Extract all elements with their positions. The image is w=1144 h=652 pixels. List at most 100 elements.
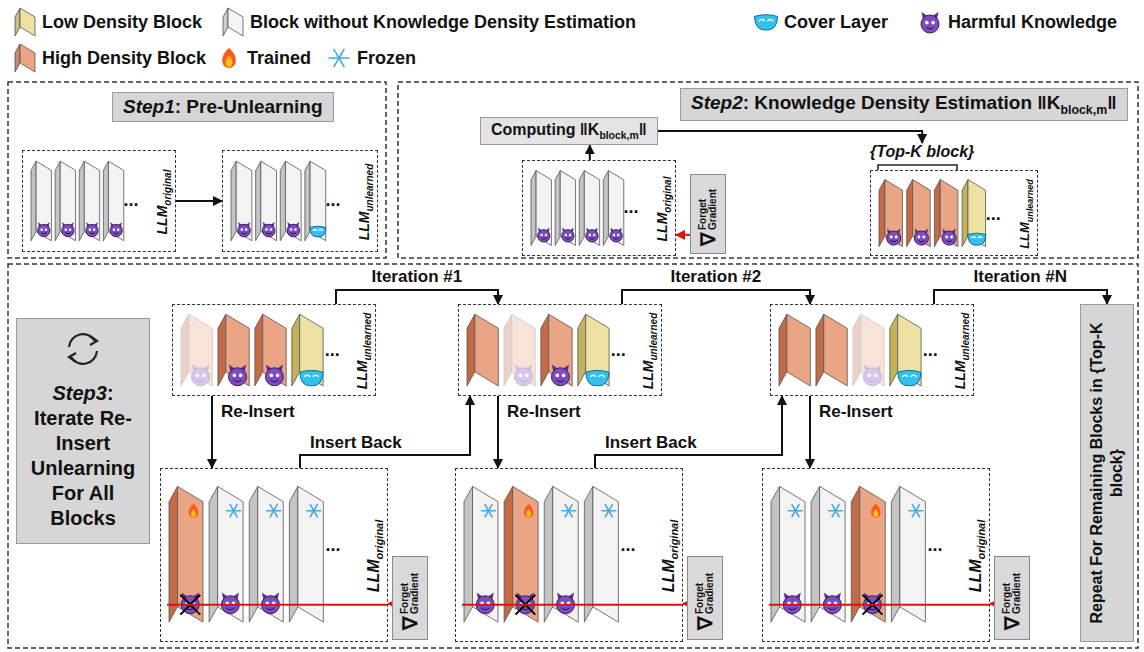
block-side	[962, 180, 968, 247]
devil-eye	[65, 228, 67, 230]
cover-mask	[754, 15, 777, 30]
block-face	[298, 486, 324, 622]
fire-core	[526, 509, 531, 517]
devil-eye	[117, 228, 119, 230]
devil-mouth	[589, 238, 595, 239]
block-shade	[15, 8, 20, 36]
devil-face	[238, 224, 251, 237]
legend-swatch	[10, 42, 38, 74]
block	[280, 161, 301, 241]
block-side	[231, 161, 236, 241]
title-text: ‖	[639, 121, 647, 138]
devil-mouth	[519, 380, 527, 382]
block-stack	[771, 305, 975, 397]
snowflake-arm	[485, 505, 492, 517]
cover-mask	[310, 226, 326, 237]
block-face	[536, 171, 551, 246]
block-side	[579, 171, 584, 246]
devil-mouth	[89, 233, 95, 234]
model-name: LLM	[660, 559, 677, 592]
devil-mouth	[233, 380, 241, 382]
block-side	[467, 314, 475, 386]
block	[464, 486, 498, 622]
devil-face	[192, 368, 210, 386]
devil-mouth	[891, 241, 897, 242]
ellipsis: ...	[325, 535, 340, 556]
block-face	[285, 161, 301, 241]
subscript: block,m	[599, 130, 638, 141]
model-label: LLMoriginal	[153, 170, 173, 235]
snowflake-arm	[605, 505, 612, 517]
snowflake-arm	[230, 505, 237, 517]
snowflake-arm	[230, 505, 237, 517]
devil-eye	[40, 228, 42, 230]
devil-eye	[245, 228, 248, 231]
devil-mouth	[481, 608, 489, 610]
block-face	[861, 314, 884, 386]
edge-label: Re-Insert	[219, 403, 297, 421]
devil-eye	[925, 21, 929, 25]
block	[305, 161, 326, 241]
connector	[595, 396, 782, 468]
block	[256, 161, 277, 241]
devil-eye	[270, 228, 273, 231]
devil-eye	[239, 374, 243, 378]
block	[907, 180, 930, 247]
block-side	[305, 161, 310, 241]
block-face	[20, 44, 35, 72]
block-face	[513, 486, 539, 622]
legend-item: Cover Layer	[752, 6, 888, 38]
block	[555, 171, 575, 246]
block-face	[608, 171, 623, 246]
devil-mouth	[788, 608, 796, 610]
devil-mouth	[556, 380, 564, 382]
block-face	[108, 161, 123, 241]
block-stack	[871, 171, 1039, 257]
gradient-label: ∇Forget Gradient	[398, 566, 422, 630]
fire-icon	[222, 48, 236, 68]
block	[579, 171, 599, 246]
step1-panel	[8, 82, 386, 258]
devil-face	[942, 231, 956, 245]
devil-mouth	[541, 238, 547, 239]
devil-eye	[89, 228, 91, 230]
devil-eye	[613, 234, 615, 236]
cover-mask	[300, 370, 323, 385]
mask-eye	[313, 229, 317, 230]
block-side	[541, 314, 549, 386]
devil-face	[551, 368, 569, 386]
gradient-box: ∇Forget Gradient	[687, 556, 723, 640]
gradient-path	[462, 604, 682, 606]
block-side	[15, 44, 20, 72]
devil-eye	[890, 236, 893, 239]
devil-eye	[895, 236, 898, 239]
model-label: LLMoriginal	[365, 520, 385, 593]
fire-icon	[871, 504, 880, 518]
block	[504, 486, 538, 622]
devil-face	[586, 230, 598, 242]
block-face	[475, 314, 498, 386]
devil-face	[229, 368, 247, 386]
block	[467, 314, 498, 386]
legend-label: High Density Block	[42, 48, 206, 69]
block-side	[816, 314, 824, 386]
mask-eye	[590, 375, 596, 377]
block-side	[181, 314, 189, 386]
connector	[211, 396, 213, 468]
top-k-text: {Top-K block}	[870, 143, 974, 160]
model-name: LLM	[356, 212, 372, 241]
cycle-head	[90, 336, 97, 345]
subscript: original	[162, 170, 173, 206]
devil-face	[62, 224, 74, 236]
subscript: unlearned	[1025, 179, 1035, 222]
block-side	[544, 486, 553, 622]
block-side	[223, 8, 228, 36]
connector	[622, 290, 810, 304]
devil-mouth	[113, 233, 119, 234]
title-text: Step3	[52, 382, 106, 404]
devil-mouth	[266, 608, 274, 610]
snowflake-arm	[792, 505, 799, 517]
title-text: Step1	[123, 96, 175, 117]
model-name: LLM	[952, 361, 968, 390]
block-side	[280, 161, 285, 241]
